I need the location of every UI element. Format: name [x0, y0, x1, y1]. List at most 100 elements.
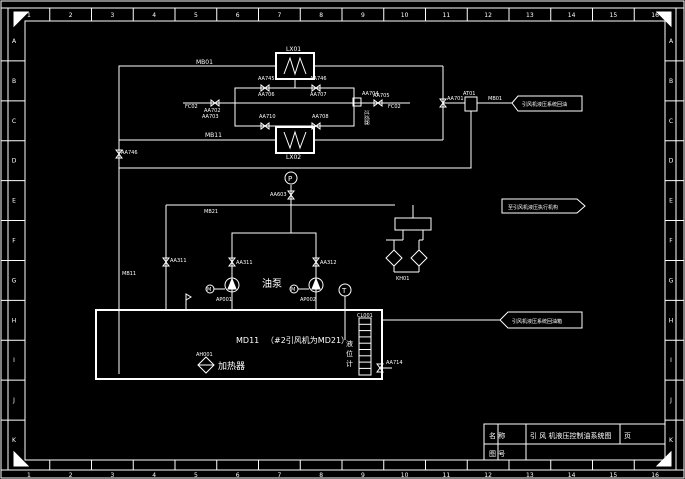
- column-number: 7: [277, 472, 281, 479]
- pump-right: [308, 277, 324, 293]
- row-letter: A: [669, 38, 674, 45]
- label-pump-valve-left: AA311: [236, 260, 253, 266]
- arrow-top-text: 引风机液压系统回油: [522, 101, 567, 108]
- label-aa745: AA745: [258, 76, 275, 82]
- row-letter: E: [12, 198, 16, 205]
- label-switch-code: KH01: [396, 276, 409, 282]
- column-number: 11: [443, 12, 451, 19]
- valve-icon: [210, 99, 220, 107]
- pipe-filter-down: [119, 111, 472, 169]
- corner-triangle-top-right: [655, 11, 672, 28]
- pump-left: [224, 277, 240, 293]
- row-letter: K: [669, 437, 674, 444]
- row-letter: I: [13, 357, 15, 364]
- row-letter: F: [12, 238, 16, 245]
- valve-icon: [115, 149, 123, 159]
- label-aa703: AA703: [202, 114, 219, 120]
- column-number: 1: [27, 12, 31, 19]
- pressure-gauge: [284, 171, 298, 185]
- title-page-label: 页: [624, 432, 631, 440]
- valve-icon: [287, 190, 295, 200]
- level-gauge: [358, 317, 372, 376]
- pipe-cooler-right-bypass: [295, 87, 355, 127]
- column-number: 16: [651, 472, 659, 479]
- label-temp: T: [341, 287, 347, 295]
- label-fc-left: FC02: [185, 104, 198, 110]
- corner-triangle-bottom-left: [13, 450, 30, 467]
- label-tank-note: （#2引风机为MD21）: [266, 335, 349, 345]
- corner-triangle-top-left: [13, 11, 30, 28]
- column-number: 3: [110, 12, 114, 19]
- pipe-pump-header: [231, 232, 317, 310]
- corner-triangle-bottom-right: [655, 450, 672, 467]
- label-relief-valve: AA311: [170, 258, 187, 264]
- column-number: 13: [526, 472, 534, 479]
- column-number: 11: [443, 472, 451, 479]
- switching-filter: [385, 205, 432, 273]
- column-number: 4: [152, 12, 156, 19]
- column-number: 16: [651, 12, 659, 19]
- column-number: 2: [69, 12, 73, 19]
- label-pump-right-code: AP002: [300, 297, 316, 303]
- label-heater: 加热器: [218, 360, 245, 372]
- label-aa704: AA704: [362, 91, 379, 97]
- label-aa707: AA707: [310, 92, 327, 98]
- column-number: 12: [484, 472, 492, 479]
- column-number: 15: [610, 472, 618, 479]
- row-letter: H: [669, 317, 674, 324]
- column-number: 8: [319, 472, 323, 479]
- flow-orifice: [352, 97, 362, 107]
- column-number: 3: [110, 472, 114, 479]
- valve-icon: [311, 122, 321, 130]
- label-pipe-cooler: MB11: [205, 132, 222, 139]
- row-letter: D: [12, 158, 17, 165]
- column-number: 15: [610, 12, 618, 19]
- arrow-mid-text: 至引风机液压执行机构: [508, 204, 558, 211]
- row-letter: G: [12, 277, 17, 284]
- column-number: 14: [568, 472, 576, 479]
- row-letter: H: [12, 317, 17, 324]
- valve-icon: [260, 84, 270, 92]
- arrow-bottom-text: 引风机液压系统回油箱: [512, 318, 562, 325]
- label-aa708: AA708: [312, 114, 329, 120]
- label-level-1: 液: [346, 339, 353, 348]
- label-lx02: LX02: [286, 154, 301, 161]
- heater-icon: [197, 356, 215, 374]
- valve-icon: [312, 257, 320, 267]
- valve-icon: [260, 122, 270, 130]
- label-fc-right: FC02: [388, 104, 401, 110]
- label-aa706: AA706: [258, 92, 275, 98]
- valve-icon: [228, 257, 236, 267]
- label-aa746: AA746: [310, 76, 327, 82]
- row-letter: F: [669, 238, 673, 245]
- row-letter: E: [669, 198, 673, 205]
- label-heater-code: AH001: [196, 352, 213, 358]
- column-number: 10: [401, 472, 409, 479]
- label-pressure: P: [288, 175, 292, 183]
- column-number: 9: [361, 472, 365, 479]
- label-filter-side: 过滤器: [363, 110, 370, 125]
- heat-exchanger-bottom: LX02: [275, 126, 315, 161]
- column-number: 10: [401, 12, 409, 19]
- column-number: 9: [361, 12, 365, 19]
- level-ticks: [359, 323, 371, 369]
- column-number: 5: [194, 12, 198, 19]
- label-aa705: AA705: [373, 93, 390, 99]
- label-level-code: CL001: [357, 313, 373, 319]
- label-motor-left: M: [207, 287, 211, 293]
- pipe-main-left: [118, 65, 276, 374]
- row-letter: G: [669, 277, 674, 284]
- valve-icon: [162, 257, 170, 267]
- column-number: 6: [236, 12, 240, 19]
- valve-icon: [373, 99, 383, 107]
- column-number: 1: [27, 472, 31, 479]
- column-number: 4: [152, 472, 156, 479]
- label-tank-code: MD11: [236, 336, 259, 345]
- column-number: 6: [236, 472, 240, 479]
- column-number: 14: [568, 12, 576, 19]
